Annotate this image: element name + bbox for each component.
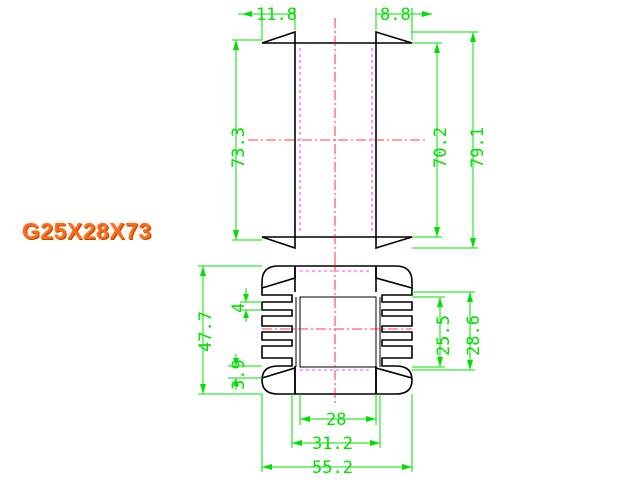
dim-slot-pitch: 4 [229, 303, 249, 313]
side-elevation-view [248, 18, 425, 262]
dim-base-width: 55.2 [312, 458, 353, 478]
dim-bore-width: 31.2 [312, 434, 353, 454]
dim-window-outer: 28.6 [464, 315, 484, 356]
dim-slot-width: 3.9 [229, 359, 249, 390]
part-number-label: G25X28X73 [22, 218, 152, 244]
dim-side-total: 47.7 [196, 311, 216, 352]
dim-top-flange-right: 8.8 [380, 5, 411, 25]
dim-height-inner: 70.2 [431, 127, 451, 168]
end-view [261, 262, 413, 405]
dim-core-width: 28 [326, 410, 346, 430]
dim-height-total: 79.1 [468, 127, 488, 168]
dim-height-overall: 73.3 [229, 127, 249, 168]
dimension-lines [198, 8, 478, 472]
dim-top-flange-left: 11.8 [256, 5, 297, 25]
dim-window-inner: 25.5 [434, 315, 454, 356]
